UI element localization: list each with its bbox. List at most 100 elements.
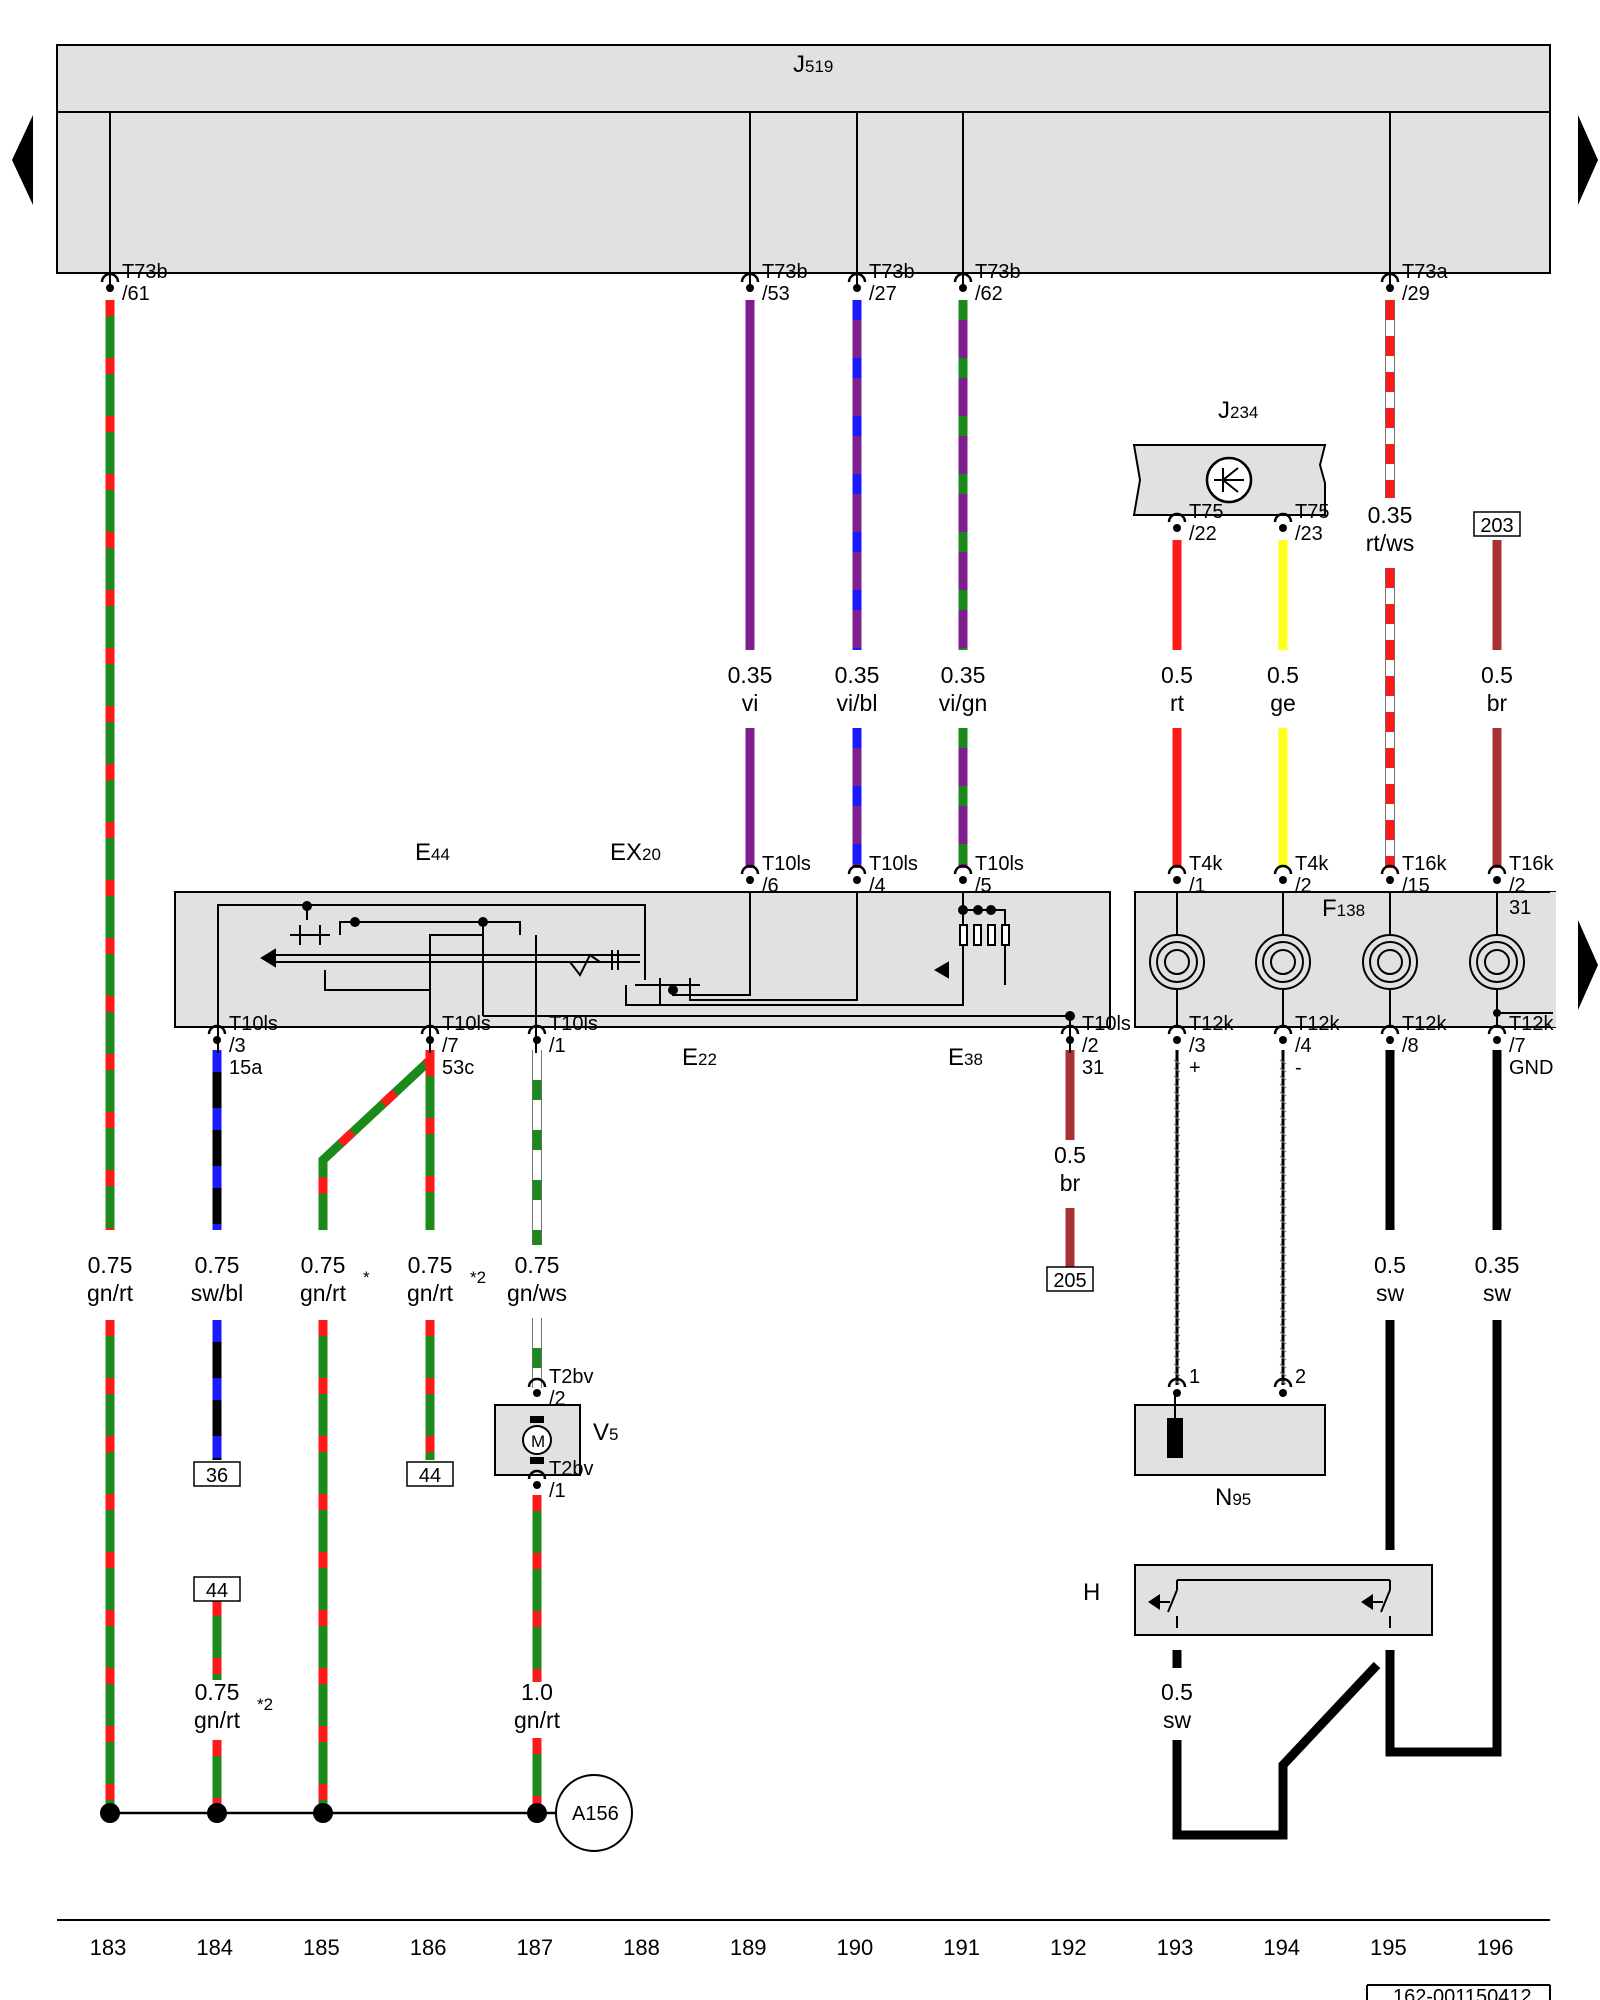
wire-label: 0.5sw: [1374, 1252, 1406, 1306]
svg-text:sw: sw: [1376, 1280, 1405, 1306]
wire-label: 1.0gn/rt: [514, 1679, 561, 1733]
page-prev-arrow-icon[interactable]: [12, 115, 33, 205]
connector-pin: T73b/62: [953, 261, 1021, 305]
page-reference[interactable]: 36: [193, 1461, 241, 1487]
connector-pin: T16k/231: [1487, 853, 1554, 919]
page-reference[interactable]: 205: [1046, 1266, 1094, 1292]
wire-sw-h-lower: [1172, 1661, 1381, 1840]
svg-text:0.35: 0.35: [941, 662, 986, 688]
svg-text:*2: *2: [257, 1695, 273, 1714]
connector-label: 15a: [229, 1057, 263, 1079]
connector-label: T73b: [869, 261, 915, 283]
connector-label: /27: [869, 283, 897, 305]
page-next-arrow-icon[interactable]: [1578, 920, 1598, 1010]
svg-text:0.5: 0.5: [1054, 1142, 1086, 1168]
svg-text:0.5: 0.5: [1161, 662, 1193, 688]
svg-text:205: 205: [1053, 1270, 1086, 1292]
wires: [105, 300, 1502, 1840]
connector-label: 31: [1082, 1057, 1104, 1079]
connector-label: /4: [1295, 1035, 1312, 1057]
clock-spring-f138: F138: [1134, 891, 1556, 1028]
svg-text:*2: *2: [470, 1268, 486, 1287]
wire-gn-ws-lower: [532, 1318, 542, 1388]
horn-n95: N95: [1134, 1395, 1326, 1511]
svg-text:203: 203: [1480, 515, 1513, 537]
column-number: 195: [1370, 1935, 1407, 1960]
svg-text:br: br: [1487, 690, 1508, 716]
connector-label: T16k: [1402, 853, 1447, 875]
wire-sw-196-lower: [1385, 1320, 1502, 1757]
connector-label: /2: [1509, 875, 1526, 897]
horn-button-h: H: [1083, 1564, 1433, 1636]
svg-text:0.75: 0.75: [408, 1252, 453, 1278]
connector-pin: T73b/61: [100, 261, 168, 305]
column-number: 192: [1050, 1935, 1087, 1960]
connector-label: T10ls: [869, 853, 918, 875]
connector-label: /22: [1189, 523, 1217, 545]
connectors: T73b/61T73b/53T73b/27T73b/62T73a/29T75/2…: [100, 261, 1554, 1502]
svg-text:36: 36: [206, 1465, 228, 1487]
connector-pin: T12k/8: [1380, 1013, 1447, 1057]
document-code: 162-001150412: [1393, 1986, 1532, 2000]
connector-label: T10ls: [975, 853, 1024, 875]
wire-rt-ws-upper: [1385, 300, 1395, 498]
svg-text:gn/rt: gn/rt: [87, 1280, 134, 1306]
switch-block-ex20: E44 EX20 E22 E38: [174, 839, 1111, 1071]
column-number: 188: [623, 1935, 660, 1960]
connector-pin: T75/23: [1273, 501, 1329, 545]
svg-text:0.5: 0.5: [1267, 662, 1299, 688]
svg-text:sw: sw: [1163, 1707, 1192, 1733]
connector-label: -: [1295, 1057, 1302, 1079]
connector-label: /2: [1295, 875, 1312, 897]
svg-text:0.35: 0.35: [728, 662, 773, 688]
page-next-arrow-icon[interactable]: [1578, 115, 1598, 205]
connector-label: T10ls: [1082, 1013, 1131, 1035]
connector-label: T10ls: [762, 853, 811, 875]
svg-text:0.75: 0.75: [301, 1252, 346, 1278]
svg-text:rt/ws: rt/ws: [1366, 530, 1415, 556]
connector-label: T10ls: [442, 1013, 491, 1035]
column-number: 183: [90, 1935, 127, 1960]
column-number: 196: [1477, 1935, 1514, 1960]
connector-pin: T10ls/6: [740, 853, 811, 897]
j519-internal-lines: [109, 112, 1391, 288]
svg-text:0.75: 0.75: [195, 1679, 240, 1705]
svg-text:rt: rt: [1170, 690, 1185, 716]
e38-label: E38: [948, 1044, 983, 1071]
connector-label: T4k: [1189, 853, 1223, 875]
column-number: 191: [943, 1935, 980, 1960]
connector-label: GND: [1509, 1057, 1553, 1079]
connector-label: T12k: [1402, 1013, 1447, 1035]
connector-pin: T75/22: [1167, 501, 1223, 545]
connector-label: 2: [1295, 1366, 1306, 1388]
wire-label: 0.5ge: [1267, 662, 1299, 716]
svg-text:0.5: 0.5: [1161, 1679, 1193, 1705]
connector-pin: T73b/27: [847, 261, 915, 305]
svg-text:0.5: 0.5: [1481, 662, 1513, 688]
svg-text:gn/rt: gn/rt: [514, 1707, 561, 1733]
page-reference[interactable]: 44: [193, 1576, 241, 1602]
connector-label: T4k: [1295, 853, 1329, 875]
connector-pin: T2bv/1: [527, 1458, 593, 1502]
connector-label: T10ls: [229, 1013, 278, 1035]
page-reference[interactable]: 203: [1473, 511, 1521, 537]
connector-label: /8: [1402, 1035, 1419, 1057]
connector-pin: T16k/15: [1380, 853, 1447, 897]
connector-label: /1: [549, 1035, 566, 1057]
svg-text:ge: ge: [1270, 690, 1296, 716]
connector-pin: T12k/3+: [1167, 1013, 1234, 1079]
page-reference[interactable]: 44: [406, 1461, 454, 1487]
connector-label: T75: [1295, 501, 1329, 523]
connector-pin: T10ls/231: [1060, 1013, 1131, 1079]
